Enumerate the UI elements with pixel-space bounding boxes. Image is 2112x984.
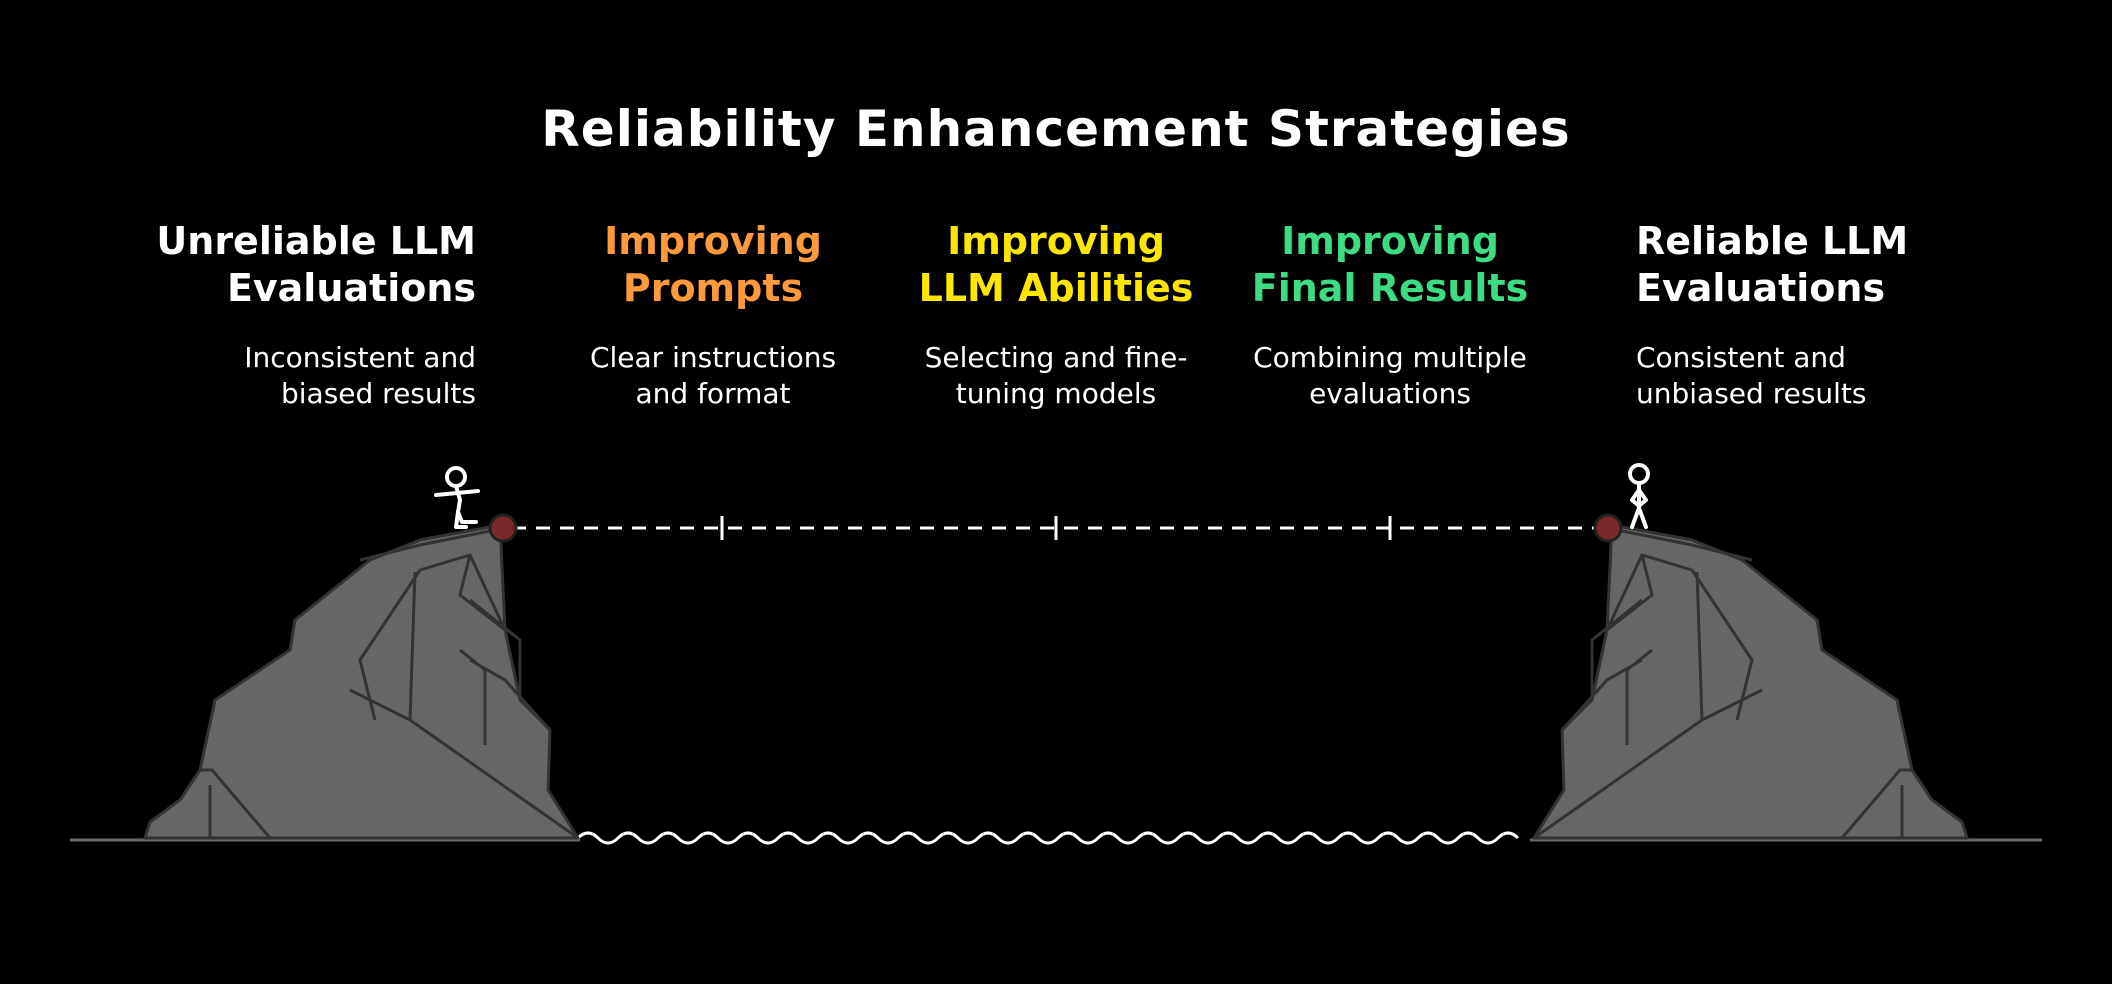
end-heading: Reliable LLM Evaluations — [1636, 218, 1966, 312]
step-abilities-description-line-1: Selecting and fine- — [924, 341, 1188, 374]
start-column: Unreliable LLM Evaluations Inconsistent … — [146, 218, 476, 412]
end-description-line-1: Consistent and — [1636, 341, 1846, 374]
step-results-column: Improving Final Results Combining multip… — [1225, 218, 1555, 412]
end-heading-line-2: Evaluations — [1636, 266, 1886, 310]
diagram-title: Reliability Enhancement Strategies — [541, 100, 1571, 158]
end-anchor-marker — [1593, 513, 1623, 543]
start-heading-line-1: Unreliable LLM — [156, 219, 476, 263]
step-prompts-description: Clear instructions and format — [548, 340, 878, 412]
person-walking-icon — [434, 466, 480, 529]
end-heading-line-1: Reliable LLM — [1636, 219, 1909, 263]
end-description: Consistent and unbiased results — [1636, 340, 1966, 412]
step-abilities-heading: Improving LLM Abilities — [891, 218, 1221, 312]
start-description-line-2: biased results — [280, 377, 476, 410]
cliff-right — [1532, 523, 1969, 840]
step-abilities-description: Selecting and fine- tuning models — [891, 340, 1221, 412]
step-results-heading: Improving Final Results — [1225, 218, 1555, 312]
person-standing-icon — [1628, 463, 1650, 529]
step-prompts-description-line-2: and format — [635, 377, 791, 410]
step-abilities-heading-line-1: Improving — [947, 219, 1165, 263]
start-heading: Unreliable LLM Evaluations — [146, 218, 476, 312]
water-waves — [576, 831, 1520, 845]
end-column: Reliable LLM Evaluations Consistent and … — [1636, 218, 1966, 412]
step-results-description-line-2: evaluations — [1309, 377, 1471, 410]
start-description: Inconsistent and biased results — [146, 340, 476, 412]
step-prompts-column: Improving Prompts Clear instructions and… — [548, 218, 878, 412]
step-prompts-heading-line-1: Improving — [604, 219, 822, 263]
start-description-line-1: Inconsistent and — [244, 341, 476, 374]
step-results-heading-line-2: Final Results — [1251, 266, 1529, 310]
step-prompts-heading-line-2: Prompts — [622, 266, 804, 310]
step-results-description: Combining multiple evaluations — [1225, 340, 1555, 412]
step-abilities-description-line-2: tuning models — [955, 377, 1157, 410]
step-prompts-heading: Improving Prompts — [548, 218, 878, 312]
step-prompts-description-line-1: Clear instructions — [589, 341, 837, 374]
step-abilities-heading-line-2: LLM Abilities — [918, 266, 1194, 310]
cliff-left — [143, 523, 580, 840]
end-description-line-2: unbiased results — [1636, 377, 1867, 410]
step-results-description-line-1: Combining multiple — [1253, 341, 1527, 374]
start-anchor-marker — [488, 513, 518, 543]
start-heading-line-2: Evaluations — [226, 266, 476, 310]
step-results-heading-line-1: Improving — [1281, 219, 1499, 263]
step-abilities-column: Improving LLM Abilities Selecting and fi… — [891, 218, 1221, 412]
